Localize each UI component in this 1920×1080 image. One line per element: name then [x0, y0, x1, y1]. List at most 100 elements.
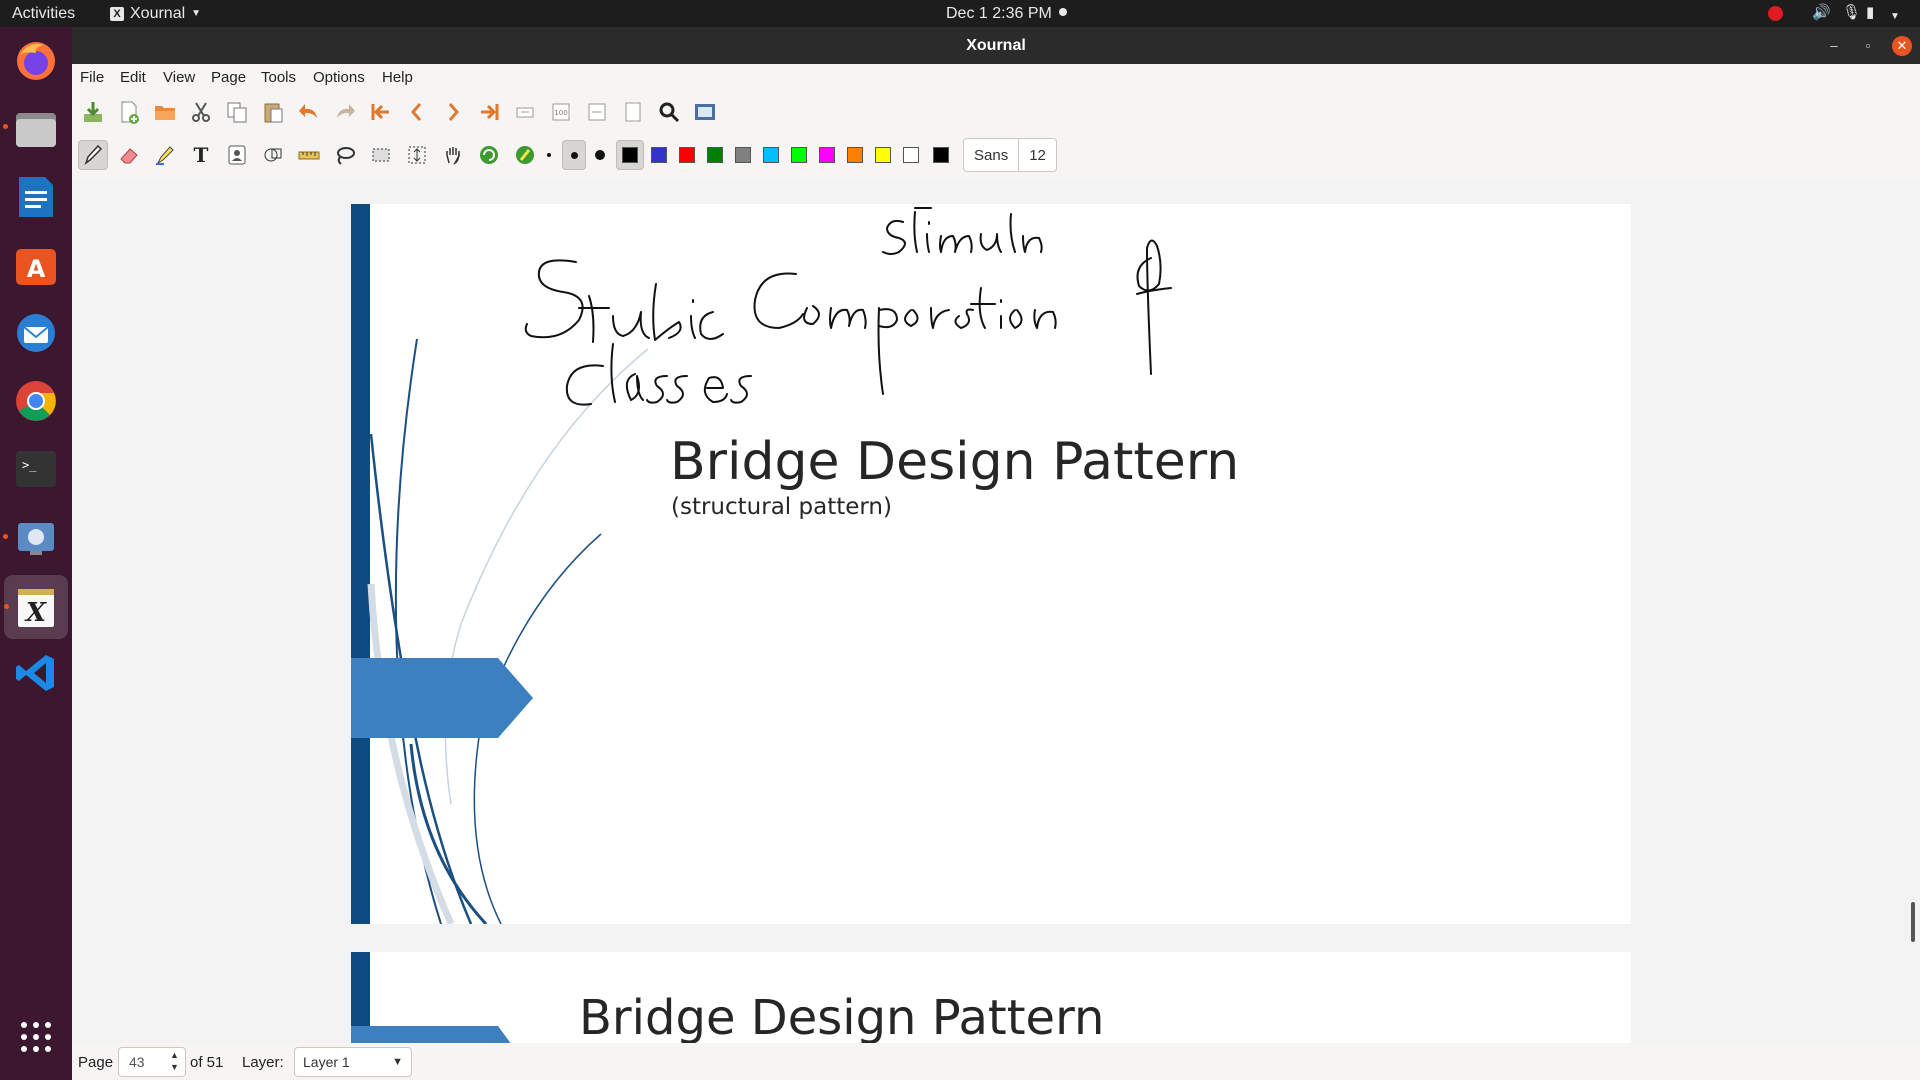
color-gray-swatch[interactable]: [730, 140, 756, 170]
vertical-scrollbar[interactable]: [1911, 902, 1915, 942]
top-bar: Activities X Xournal ▼ Dec 1 2:36 PM 🔊 🎙…: [0, 0, 1920, 27]
vertical-space-icon[interactable]: [402, 140, 432, 170]
xournal-small-icon: X: [110, 6, 124, 21]
paste-icon[interactable]: [258, 97, 288, 127]
highlighter-tool-icon[interactable]: [150, 140, 180, 170]
color-blue-swatch[interactable]: [646, 140, 672, 170]
new-file-icon[interactable]: [114, 97, 144, 127]
drawing-canvas[interactable]: Bridge Design Pattern (structural patter…: [72, 178, 1920, 1043]
ruler-icon[interactable]: [294, 140, 324, 170]
clock[interactable]: Dec 1 2:36 PM: [946, 5, 1052, 22]
menu-edit[interactable]: Edit: [120, 69, 146, 86]
system-menu-chevron-icon[interactable]: ▼: [1890, 11, 1900, 22]
terminal-icon[interactable]: >_: [11, 444, 61, 494]
search-icon[interactable]: [654, 97, 684, 127]
text-tool-icon[interactable]: T: [193, 143, 209, 167]
color-white-swatch[interactable]: [898, 140, 924, 170]
writer-icon[interactable]: [11, 172, 61, 222]
eraser-tool-icon[interactable]: [114, 140, 144, 170]
hand-tool-icon[interactable]: [438, 140, 468, 170]
cut-icon[interactable]: [186, 97, 216, 127]
color-custom-swatch[interactable]: [928, 140, 954, 170]
zoom-100-icon[interactable]: 100: [546, 97, 576, 127]
last-page-icon[interactable]: [474, 97, 504, 127]
thunderbird-icon[interactable]: [11, 308, 61, 358]
save-icon[interactable]: [78, 97, 108, 127]
page-spinner[interactable]: ▲▼: [170, 1050, 179, 1072]
color-black-swatch[interactable]: [616, 140, 644, 170]
default-pen-icon[interactable]: [474, 140, 504, 170]
files-icon[interactable]: [3, 104, 61, 154]
swatch-fill: [622, 147, 638, 163]
previous-page-icon[interactable]: [402, 97, 432, 127]
title-bar[interactable]: Xournal – ▫ ✕: [72, 27, 1920, 64]
window-title: Xournal: [966, 37, 1026, 54]
slide-subtitle: (structural pattern): [671, 494, 892, 520]
page-44[interactable]: Bridge Design Pattern: [351, 952, 1631, 1043]
zoom-width-icon[interactable]: [582, 97, 612, 127]
copy-icon[interactable]: [222, 97, 252, 127]
menu-tools[interactable]: Tools: [261, 69, 297, 86]
layer-select[interactable]: Layer 1 ▼: [294, 1047, 412, 1077]
image-tool-icon[interactable]: [222, 140, 252, 170]
color-orange-swatch[interactable]: [842, 140, 868, 170]
font-name: Sans: [974, 146, 1009, 164]
maximize-button[interactable]: ▫: [1865, 38, 1871, 53]
font-selector-button[interactable]: Sans 12: [963, 138, 1057, 172]
menu-view[interactable]: View: [163, 69, 196, 86]
menu-page[interactable]: Page: [211, 69, 247, 86]
page-43[interactable]: Bridge Design Pattern (structural patter…: [351, 204, 1631, 924]
page-number-input[interactable]: [118, 1047, 186, 1077]
close-button[interactable]: ✕: [1892, 36, 1912, 56]
battery-icon[interactable]: ▮: [1866, 4, 1875, 21]
lasso-select-icon[interactable]: [330, 140, 360, 170]
menu-bar: File Edit View Page Tools Options Help: [72, 64, 1920, 92]
shape-recognizer-icon[interactable]: [258, 140, 288, 170]
menu-options[interactable]: Options: [313, 69, 365, 86]
xournal-icon[interactable]: X: [4, 575, 68, 639]
vscode-icon[interactable]: [11, 648, 61, 698]
default-highlighter-icon[interactable]: [510, 140, 540, 170]
show-apps-icon[interactable]: [11, 1012, 61, 1062]
volume-icon[interactable]: 🔊: [1812, 4, 1831, 21]
pen-tool-icon[interactable]: [78, 140, 108, 170]
activities-button[interactable]: Activities: [12, 5, 76, 22]
fullscreen-icon[interactable]: [690, 97, 720, 127]
microphone-icon[interactable]: 🎙: [1842, 4, 1862, 21]
color-green-swatch[interactable]: [702, 140, 728, 170]
open-folder-icon[interactable]: [150, 97, 180, 127]
thickness-medium-icon[interactable]: [562, 140, 586, 170]
thickness-thick-icon[interactable]: [588, 140, 612, 170]
firefox-icon[interactable]: [11, 36, 61, 86]
minimize-button[interactable]: –: [1830, 38, 1838, 53]
menu-help[interactable]: Help: [382, 69, 413, 86]
color-yellow-swatch[interactable]: [870, 140, 896, 170]
app-menu-button[interactable]: X Xournal ▼: [110, 5, 201, 22]
stroke-word-static: [524, 259, 584, 339]
color-lightgreen-swatch[interactable]: [786, 140, 812, 170]
rect-select-icon[interactable]: [366, 140, 396, 170]
zoom-page-icon[interactable]: [618, 97, 648, 127]
slide-title: Bridge Design Pattern: [670, 432, 1240, 492]
recording-indicator-icon[interactable]: [1768, 6, 1783, 21]
software-icon[interactable]: A: [11, 240, 61, 290]
dock: A >_ X: [0, 27, 72, 1080]
chrome-icon[interactable]: [11, 376, 61, 426]
screenshot-icon[interactable]: [3, 512, 61, 562]
color-red-swatch[interactable]: [674, 140, 700, 170]
zoom-out-icon[interactable]: [510, 97, 540, 127]
color-lightblue-swatch[interactable]: [758, 140, 784, 170]
next-page-icon[interactable]: [438, 97, 468, 127]
undo-icon[interactable]: [294, 97, 324, 127]
thickness-fine-icon[interactable]: [538, 140, 560, 170]
status-bar: Page ▲▼ of 51 Layer: Layer 1 ▼: [72, 1043, 1920, 1080]
svg-text:>_: >_: [22, 458, 37, 472]
font-size: 12: [1029, 146, 1046, 164]
color-magenta-swatch[interactable]: [814, 140, 840, 170]
slide-decoration-2: [351, 952, 511, 1043]
first-page-icon[interactable]: [366, 97, 396, 127]
redo-icon[interactable]: [330, 97, 360, 127]
menu-file[interactable]: File: [80, 69, 105, 86]
handwriting-layer: [524, 207, 1172, 406]
page-label: Page: [78, 1054, 114, 1071]
